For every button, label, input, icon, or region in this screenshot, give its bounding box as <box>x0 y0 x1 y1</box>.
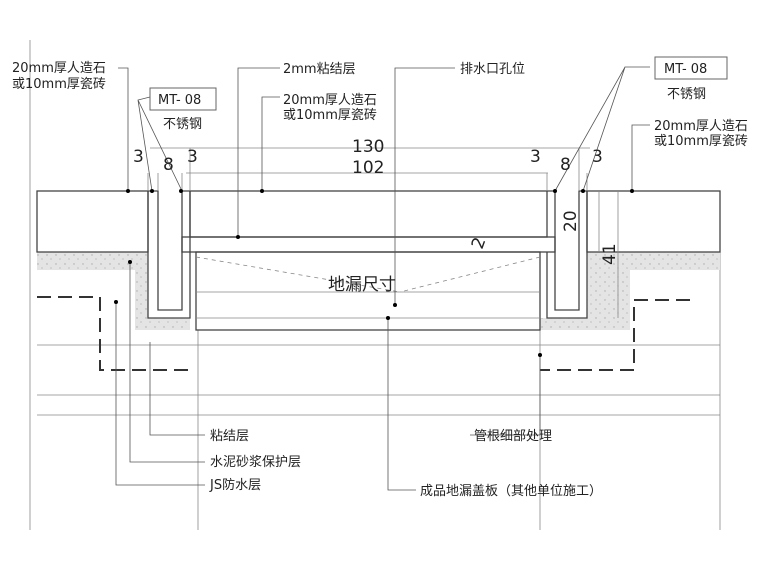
label-js-waterproof: JS防水层 <box>209 477 261 493</box>
stone-layer <box>36 190 721 253</box>
label-stone-left: 20mm厚人造石 <box>12 61 106 76</box>
label-adhesive: 粘结层 <box>210 429 249 444</box>
mortar-layer <box>37 252 720 330</box>
dimension-lines <box>147 147 619 318</box>
dim-right-3b: 3 <box>592 147 603 167</box>
dim-left-3b: 3 <box>187 147 198 167</box>
label-mt-right: MT- 08 <box>664 62 707 77</box>
label-drain-size: 地漏尺寸 <box>328 275 396 295</box>
label-drain-cover: 成品地漏盖板（其他单位施工） <box>420 483 602 499</box>
dim-102: 102 <box>352 158 384 178</box>
stainless-channel-left <box>147 190 191 319</box>
dim-right-3a: 3 <box>530 147 541 167</box>
dim-left-3a: 3 <box>133 147 144 167</box>
dim-left-8: 8 <box>163 155 174 175</box>
dim-right-8: 8 <box>560 155 571 175</box>
stainless-channel-right <box>546 190 588 319</box>
label-stone-right: 20mm厚人造石 <box>654 119 748 134</box>
dim-41: 41 <box>600 243 620 265</box>
label-stone-mid: 20mm厚人造石 <box>283 93 377 108</box>
label-adhesive-2mm: 2mm粘结层 <box>283 62 356 77</box>
label-mt-left: MT- 08 <box>158 93 201 108</box>
floor-drain-body <box>195 251 541 331</box>
label-drain-hole: 排水口孔位 <box>460 62 525 77</box>
label-stone-left-alt: 或10mm厚瓷砖 <box>12 77 106 92</box>
leader-lines <box>115 66 650 491</box>
dim-130: 130 <box>352 137 384 157</box>
dim-20: 20 <box>561 210 581 232</box>
label-stone-mid-alt: 或10mm厚瓷砖 <box>283 108 377 123</box>
js-waterproof-line <box>37 296 690 371</box>
label-steel-right: 不锈钢 <box>667 87 706 102</box>
mt-tag-left <box>149 87 217 111</box>
mt-tag-right <box>654 56 728 80</box>
leader-dots <box>114 189 634 357</box>
label-steel-left: 不锈钢 <box>163 117 202 132</box>
label-pipe-root: 管根细部处理 <box>474 429 552 444</box>
label-mortar: 水泥砂浆保护层 <box>210 455 301 470</box>
label-stone-right-alt: 或10mm厚瓷砖 <box>654 134 748 149</box>
